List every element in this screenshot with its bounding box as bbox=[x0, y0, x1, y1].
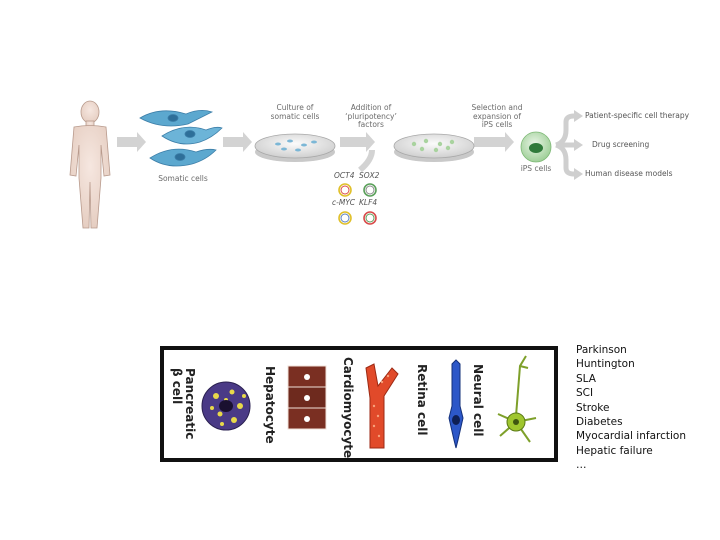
somatic-cells-icon bbox=[139, 110, 223, 167]
factor-sox2: SOX2 bbox=[359, 171, 380, 180]
selection-label: Selection and expansion of iPS cells bbox=[471, 103, 523, 130]
klf4-circle-icon bbox=[363, 211, 377, 225]
factor-oct4: OCT4 bbox=[334, 171, 355, 180]
process-arrows bbox=[117, 132, 514, 173]
factor-circles bbox=[338, 183, 377, 225]
retina-cell-icon bbox=[448, 359, 464, 449]
label-neural-cell: Neural cell bbox=[471, 364, 485, 437]
hepatocyte-icon bbox=[287, 365, 327, 430]
label-hepatocyte: Hepatocyte bbox=[263, 366, 277, 444]
application-disease-models: Human disease models bbox=[585, 169, 673, 178]
selection-dish-icon bbox=[393, 133, 475, 162]
disease-item: Huntington bbox=[576, 358, 635, 371]
pancreatic-cell-icon bbox=[201, 381, 251, 431]
label-pancreatic-cell: Pancreatic β cell bbox=[170, 368, 197, 440]
application-cell-therapy: Patient-specific cell therapy bbox=[585, 111, 690, 120]
disease-item: Stroke bbox=[576, 401, 610, 414]
factor-klf4: KLF4 bbox=[359, 198, 378, 207]
ips-cell-icon bbox=[520, 131, 552, 163]
disease-item: Parkinson bbox=[576, 344, 627, 356]
reprogramming-diagram bbox=[69, 100, 583, 229]
application-arrowheads bbox=[574, 110, 583, 180]
disease-item: SLA bbox=[576, 372, 596, 385]
disease-item: Hepatic failure bbox=[576, 444, 653, 457]
culture-label: Culture of somatic cells bbox=[270, 103, 320, 121]
label-retina-cell: Retina cell bbox=[415, 364, 429, 436]
oct4-circle-icon bbox=[338, 183, 352, 197]
label-cardiomyocyte: Cardiomyocyte bbox=[341, 357, 355, 459]
c-myc-circle-icon bbox=[338, 211, 352, 225]
application-arrows bbox=[555, 113, 575, 177]
disease-item: Myocardial infarction bbox=[576, 430, 686, 443]
disease-item: Diabetes bbox=[576, 416, 623, 429]
cardiomyocyte-icon bbox=[365, 363, 399, 449]
disease-list: Parkinson Huntington SLA SCI Stroke Diab… bbox=[576, 343, 686, 473]
cell-illustrations bbox=[201, 355, 537, 449]
human-figure-icon bbox=[69, 100, 111, 229]
application-drug-screening: Drug screening bbox=[592, 140, 650, 149]
somatic-cells-label: Somatic cells bbox=[158, 174, 208, 183]
culture-dish-icon bbox=[254, 133, 336, 162]
factor-c-myc: c-MYC bbox=[332, 198, 355, 207]
neural-cell-icon bbox=[497, 355, 537, 443]
addition-label: Addition of ‘pluripotency’ factors bbox=[345, 103, 397, 130]
ips-cells-label: iPS cells bbox=[520, 164, 552, 173]
disease-item: SCI bbox=[576, 387, 594, 400]
disease-item: … bbox=[576, 459, 587, 472]
sox2-circle-icon bbox=[363, 183, 377, 197]
